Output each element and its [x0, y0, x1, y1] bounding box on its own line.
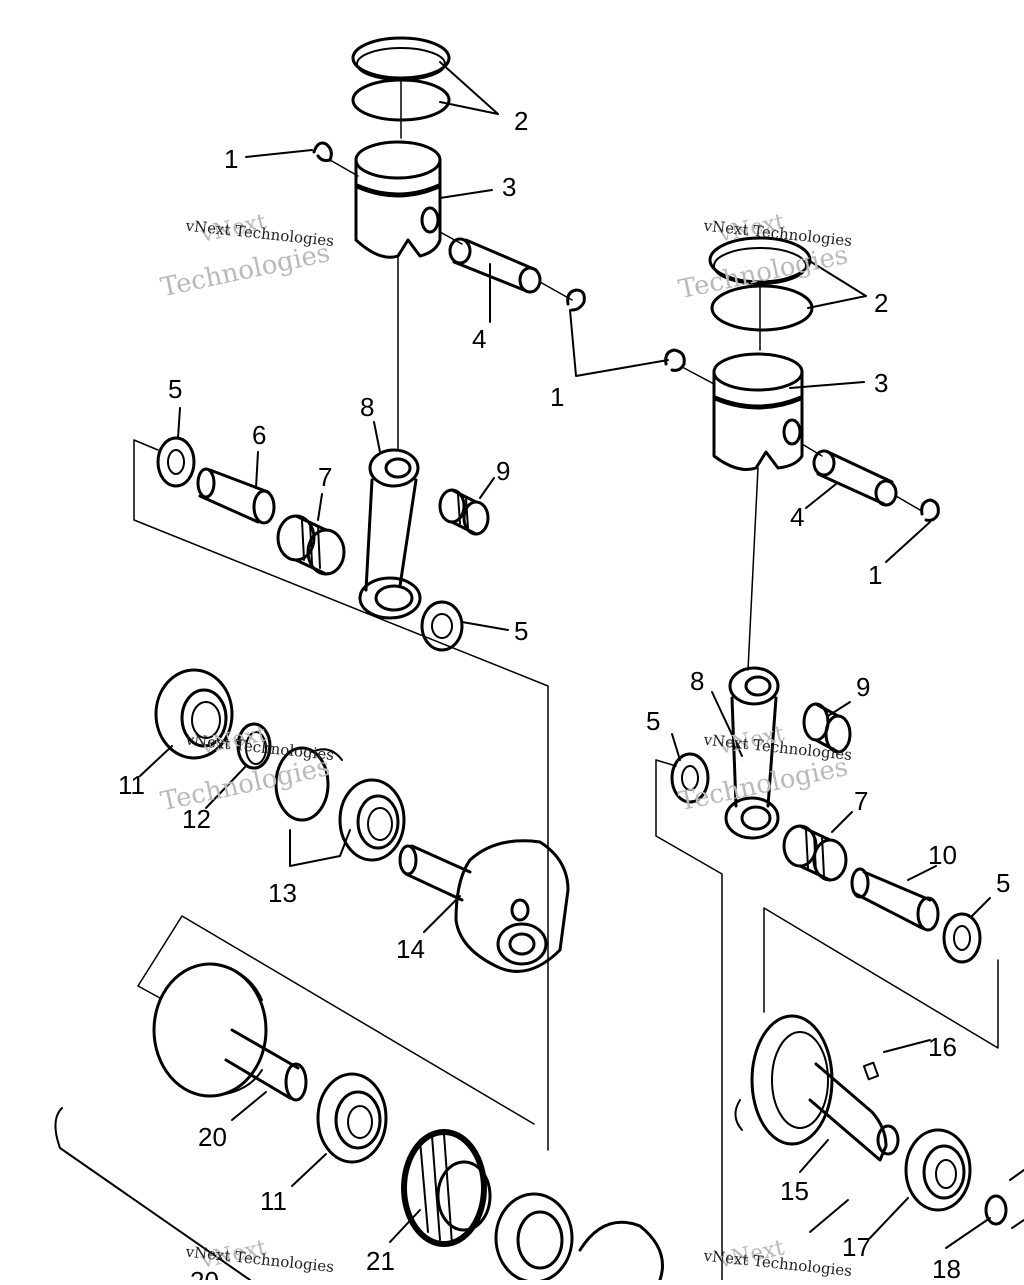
callout-1-right: 1	[550, 382, 564, 412]
callout-9-right: 9	[856, 672, 870, 702]
left-bearing-13	[338, 778, 406, 862]
left-needle-bearing-9	[438, 488, 490, 536]
lower-frame-line	[137, 915, 535, 1125]
callout-1b-right: 1	[868, 560, 882, 590]
bearing-11-lower	[316, 1072, 388, 1164]
left-bearing-7	[276, 514, 346, 576]
callout-7-right: 7	[854, 786, 868, 816]
right-bearing-7	[782, 824, 848, 882]
watermark-line2: Technologies	[158, 238, 333, 303]
left-frame-line	[133, 439, 549, 1151]
right-rod-axis	[747, 467, 759, 671]
right-thrust-washer-5b	[942, 912, 982, 964]
left-thrust-washer-top	[156, 436, 196, 488]
callout-11: 11	[118, 770, 145, 800]
right-thrust-washer-5	[670, 752, 710, 804]
right-piston	[712, 352, 804, 471]
callout-16: 16	[928, 1032, 957, 1062]
left-circlip-top	[312, 141, 333, 162]
callout-2: 2	[514, 106, 528, 136]
right-bearing-17	[904, 1128, 972, 1212]
callout-9: 9	[496, 456, 510, 486]
leader-lines	[139, 61, 991, 1249]
crank-web-partial	[578, 1220, 664, 1282]
callout-6: 6	[252, 420, 266, 450]
callout-21: 21	[366, 1246, 395, 1276]
right-washer-18	[984, 1194, 1008, 1226]
left-main-bearing-11	[154, 668, 234, 760]
right-needle-bearing-9	[802, 702, 852, 754]
callout-7: 7	[318, 462, 332, 492]
callout-10: 10	[928, 840, 957, 870]
callout-3: 3	[502, 172, 516, 202]
right-conrod-8	[724, 666, 780, 840]
right-piston-pin	[812, 449, 898, 507]
key-16	[862, 1061, 880, 1081]
left-crankshaft-14	[398, 839, 570, 973]
callout-13: 13	[268, 878, 297, 908]
callout-8: 8	[360, 392, 374, 422]
watermark-group-1: vNext Technologies vNext Technologies	[158, 209, 335, 303]
left-piston-pin	[448, 237, 542, 294]
left-ring-13	[274, 746, 343, 822]
callout-18: 18	[932, 1254, 961, 1280]
callout-4-right: 4	[790, 502, 804, 532]
right-frame-line	[655, 759, 723, 1281]
left-circlip-mid	[566, 288, 586, 312]
callout-17: 17	[842, 1232, 871, 1262]
right-lower-frame	[763, 907, 999, 1049]
callout-20: 20	[198, 1122, 227, 1152]
right-crankshaft-15	[734, 1014, 900, 1162]
right-circlip-side	[920, 498, 940, 522]
right-circlip-top	[664, 348, 686, 372]
left-thrust-washer-bottom	[420, 600, 464, 652]
callout-2-right: 2	[874, 288, 888, 318]
gear-21	[401, 1129, 492, 1247]
callout-8-right: 8	[690, 666, 704, 696]
callout-15: 15	[780, 1176, 809, 1206]
watermark-group-3: vNext Technologies vNext Technologies	[158, 721, 335, 817]
callout-5b: 5	[514, 616, 528, 646]
circlip-leader-shared	[569, 309, 669, 377]
callout-labels: 1 2 3 4 5 6 7 8 9 5 11 12 13 14 20 11 21…	[118, 106, 1010, 1285]
callout-5: 5	[168, 374, 182, 404]
callout-5-right: 5	[646, 706, 660, 736]
callout-11b: 11	[260, 1186, 287, 1216]
callout-1: 1	[224, 144, 238, 174]
left-piston	[354, 140, 442, 259]
callout-4: 4	[472, 324, 486, 354]
left-pin-6	[196, 467, 276, 525]
shaft-outline-partial	[54, 1107, 251, 1281]
watermark-group-2: vNext Technologies vNext Technologies	[676, 209, 853, 305]
bearing-lower-right	[494, 1192, 574, 1284]
left-clip-axis	[329, 159, 359, 177]
left-conrod-8	[358, 448, 422, 620]
callout-3-right: 3	[874, 368, 888, 398]
watermark-line2: Technologies	[676, 240, 851, 305]
left-seal-12	[236, 722, 272, 770]
right-pin-10	[850, 867, 940, 932]
callout-14: 14	[396, 934, 425, 964]
callout-12: 12	[182, 804, 211, 834]
rotor-20	[152, 962, 308, 1102]
callout-20b: 20	[190, 1266, 219, 1280]
watermark-group-6: vNext vNext Technologies	[702, 1235, 853, 1280]
callout-5b-right: 5	[996, 868, 1010, 898]
